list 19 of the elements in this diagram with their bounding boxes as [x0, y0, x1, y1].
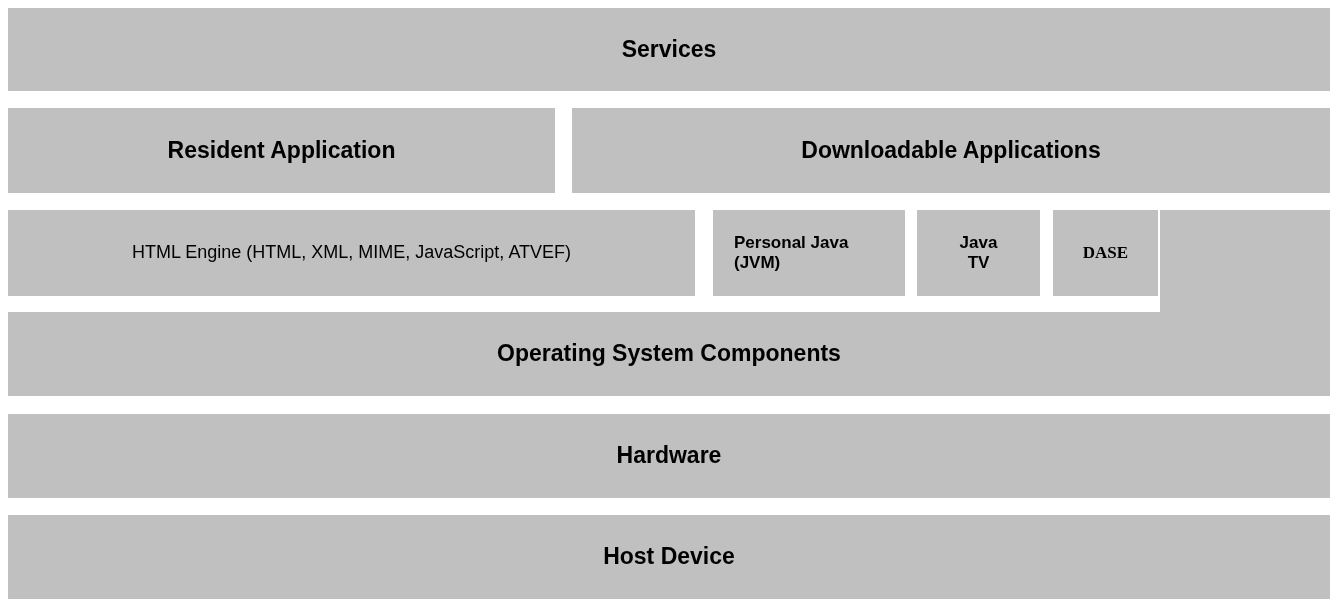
layer-label: Java TV	[958, 232, 999, 274]
layer-box	[8, 8, 1330, 91]
layer-box	[8, 108, 555, 193]
layer-label: Resident Application	[167, 136, 396, 165]
layer-box	[917, 210, 1040, 296]
layer-label: Services	[621, 35, 717, 64]
layer-label: Personal Java (JVM)	[734, 232, 850, 274]
layer-label: HTML Engine (HTML, XML, MIME, JavaScript, ATVEF)	[131, 242, 572, 264]
layer-label: DASE	[1082, 242, 1129, 264]
layer-box	[8, 414, 1330, 498]
layer-box	[8, 210, 695, 296]
layer-box	[8, 515, 1330, 599]
layer-label: Hardware	[616, 442, 722, 470]
layer-label: Downloadable Applications	[801, 136, 1101, 165]
layer-label: Host Device	[603, 543, 735, 571]
layer-box	[1053, 210, 1158, 296]
layer-box	[572, 108, 1330, 193]
layer-box	[713, 210, 905, 296]
layer-label: Operating System Components	[497, 340, 841, 368]
